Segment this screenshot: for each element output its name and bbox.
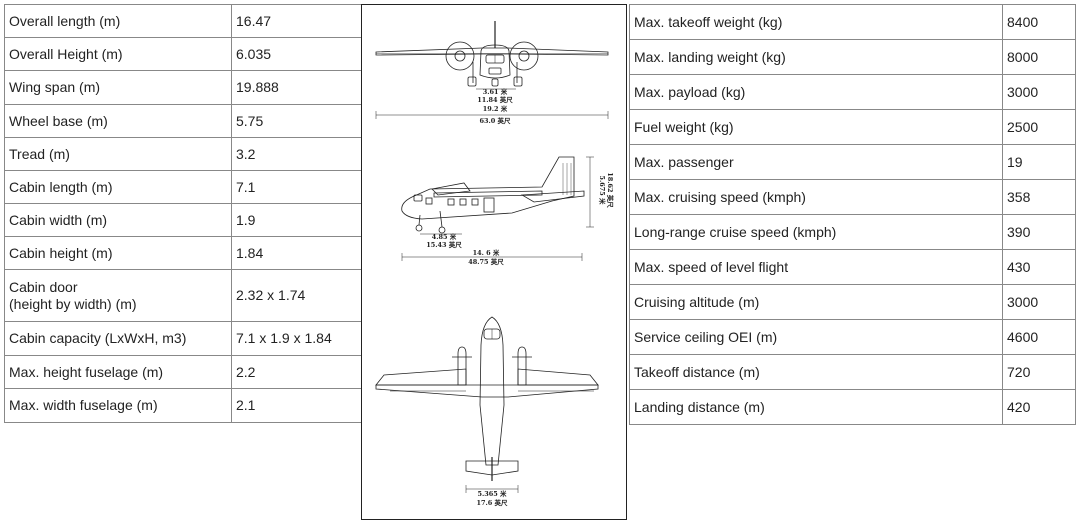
dimension-label: 5.365 米 xyxy=(477,489,507,498)
side-view: 5.675 米 18.62 英尺 4.85 米 15.43 英尺 14. 6 米… xyxy=(401,156,615,266)
row-label: Wheel base (m) xyxy=(4,104,232,138)
row-label-line: Cabin door xyxy=(9,278,78,295)
table-row: Overall length (m) 16.47 xyxy=(4,4,362,38)
row-value: 430 xyxy=(1002,249,1076,285)
row-value: 5.75 xyxy=(231,104,362,138)
row-label: Tread (m) xyxy=(4,137,232,171)
row-label: Landing distance (m) xyxy=(629,389,1003,425)
row-label: Overall Height (m) xyxy=(4,37,232,71)
dimension-label: 5.675 米 xyxy=(598,175,607,205)
table-row: Service ceiling OEI (m) 4600 xyxy=(629,319,1076,355)
row-value: 390 xyxy=(1002,214,1076,250)
row-value: 6.035 xyxy=(231,37,362,71)
table-row: Cabin door(height by width) (m) 2.32 x 1… xyxy=(4,269,362,322)
row-value: 7.1 xyxy=(231,170,362,204)
row-value: 4600 xyxy=(1002,319,1076,355)
row-label: Max. passenger xyxy=(629,144,1003,180)
table-row: Tread (m) 3.2 xyxy=(4,137,362,171)
row-value: 720 xyxy=(1002,354,1076,390)
row-value: 358 xyxy=(1002,179,1076,215)
row-value: 3000 xyxy=(1002,284,1076,320)
dimensions-table: Overall length (m) 16.47 Overall Height … xyxy=(4,4,362,423)
performance-table: Max. takeoff weight (kg) 8400 Max. landi… xyxy=(629,4,1076,425)
row-label: Max. takeoff weight (kg) xyxy=(629,4,1003,40)
table-row: Landing distance (m) 420 xyxy=(629,389,1076,425)
row-label: Max. speed of level flight xyxy=(629,249,1003,285)
dimension-label: 18.62 英尺 xyxy=(606,172,615,208)
row-label: Takeoff distance (m) xyxy=(629,354,1003,390)
row-value: 3.2 xyxy=(231,137,362,171)
row-value: 2500 xyxy=(1002,109,1076,145)
row-label: Fuel weight (kg) xyxy=(629,109,1003,145)
table-row: Wheel base (m) 5.75 xyxy=(4,104,362,138)
table-row: Cabin length (m) 7.1 xyxy=(4,170,362,204)
row-value: 420 xyxy=(1002,389,1076,425)
table-row: Cabin capacity (LxWxH, m3) 7.1 x 1.9 x 1… xyxy=(4,321,362,356)
row-value: 2.1 xyxy=(231,388,362,423)
table-row: Wing span (m) 19.888 xyxy=(4,70,362,105)
row-value: 1.84 xyxy=(231,236,362,270)
table-row: Max. height fuselage (m) 2.2 xyxy=(4,355,362,389)
table-row: Max. speed of level flight 430 xyxy=(629,249,1076,285)
dimension-label: 11.84 英尺 xyxy=(477,95,513,104)
dimension-label: 3.61 米 xyxy=(483,87,508,96)
table-row: Cabin height (m) 1.84 xyxy=(4,236,362,270)
row-label: Wing span (m) xyxy=(4,70,232,105)
row-label: Cruising altitude (m) xyxy=(629,284,1003,320)
row-label: Cabin door(height by width) (m) xyxy=(4,269,232,322)
row-value: 16.47 xyxy=(231,4,362,38)
row-label: Cabin height (m) xyxy=(4,236,232,270)
row-label: Cabin capacity (LxWxH, m3) xyxy=(4,321,232,356)
row-label: Cabin width (m) xyxy=(4,203,232,237)
table-row: Fuel weight (kg) 2500 xyxy=(629,109,1076,145)
row-label: Max. cruising speed (kmph) xyxy=(629,179,1003,215)
row-label: Cabin length (m) xyxy=(4,170,232,204)
table-row: Long-range cruise speed (kmph) 390 xyxy=(629,214,1076,250)
row-label: Max. width fuselage (m) xyxy=(4,388,232,423)
row-value: 19.888 xyxy=(231,70,362,105)
row-value: 2.2 xyxy=(231,355,362,389)
table-row: Max. landing weight (kg) 8000 xyxy=(629,39,1076,75)
table-row: Max. takeoff weight (kg) 8400 xyxy=(629,4,1076,40)
row-label: Max. height fuselage (m) xyxy=(4,355,232,389)
row-label-line: (height by width) (m) xyxy=(9,295,137,312)
dimension-label: 17.6 英尺 xyxy=(476,498,508,507)
row-value: 2.32 x 1.74 xyxy=(231,269,362,322)
row-label: Max. payload (kg) xyxy=(629,74,1003,110)
row-value: 1.9 xyxy=(231,203,362,237)
row-label: Overall length (m) xyxy=(4,4,232,38)
table-row: Max. width fuselage (m) 2.1 xyxy=(4,388,362,423)
row-label: Long-range cruise speed (kmph) xyxy=(629,214,1003,250)
row-label: Max. landing weight (kg) xyxy=(629,39,1003,75)
table-row: Overall Height (m) 6.035 xyxy=(4,37,362,71)
dimension-label: 15.43 英尺 xyxy=(426,240,462,249)
dimension-label: 63.0 英尺 xyxy=(479,116,511,125)
row-value: 8000 xyxy=(1002,39,1076,75)
table-row: Max. passenger 19 xyxy=(629,144,1076,180)
table-row: Max. cruising speed (kmph) 358 xyxy=(629,179,1076,215)
dimension-label: 14. 6 米 xyxy=(473,248,500,257)
table-row: Cruising altitude (m) 3000 xyxy=(629,284,1076,320)
dimension-label: 19.2 米 xyxy=(483,104,508,113)
aircraft-three-view-drawing: 3.61 米 11.84 英尺 19.2 米 63.0 英尺 xyxy=(361,4,627,520)
dimension-label: 4.85 米 xyxy=(432,232,457,241)
dimension-label: 48.75 英尺 xyxy=(468,257,504,266)
row-value: 3000 xyxy=(1002,74,1076,110)
top-view: 5.365 米 17.6 英尺 xyxy=(375,316,599,507)
table-row: Takeoff distance (m) 720 xyxy=(629,354,1076,390)
row-value: 7.1 x 1.9 x 1.84 xyxy=(231,321,362,356)
row-value: 19 xyxy=(1002,144,1076,180)
front-view: 3.61 米 11.84 英尺 19.2 米 63.0 英尺 xyxy=(375,21,609,125)
row-value: 8400 xyxy=(1002,4,1076,40)
table-row: Cabin width (m) 1.9 xyxy=(4,203,362,237)
row-label: Service ceiling OEI (m) xyxy=(629,319,1003,355)
table-row: Max. payload (kg) 3000 xyxy=(629,74,1076,110)
